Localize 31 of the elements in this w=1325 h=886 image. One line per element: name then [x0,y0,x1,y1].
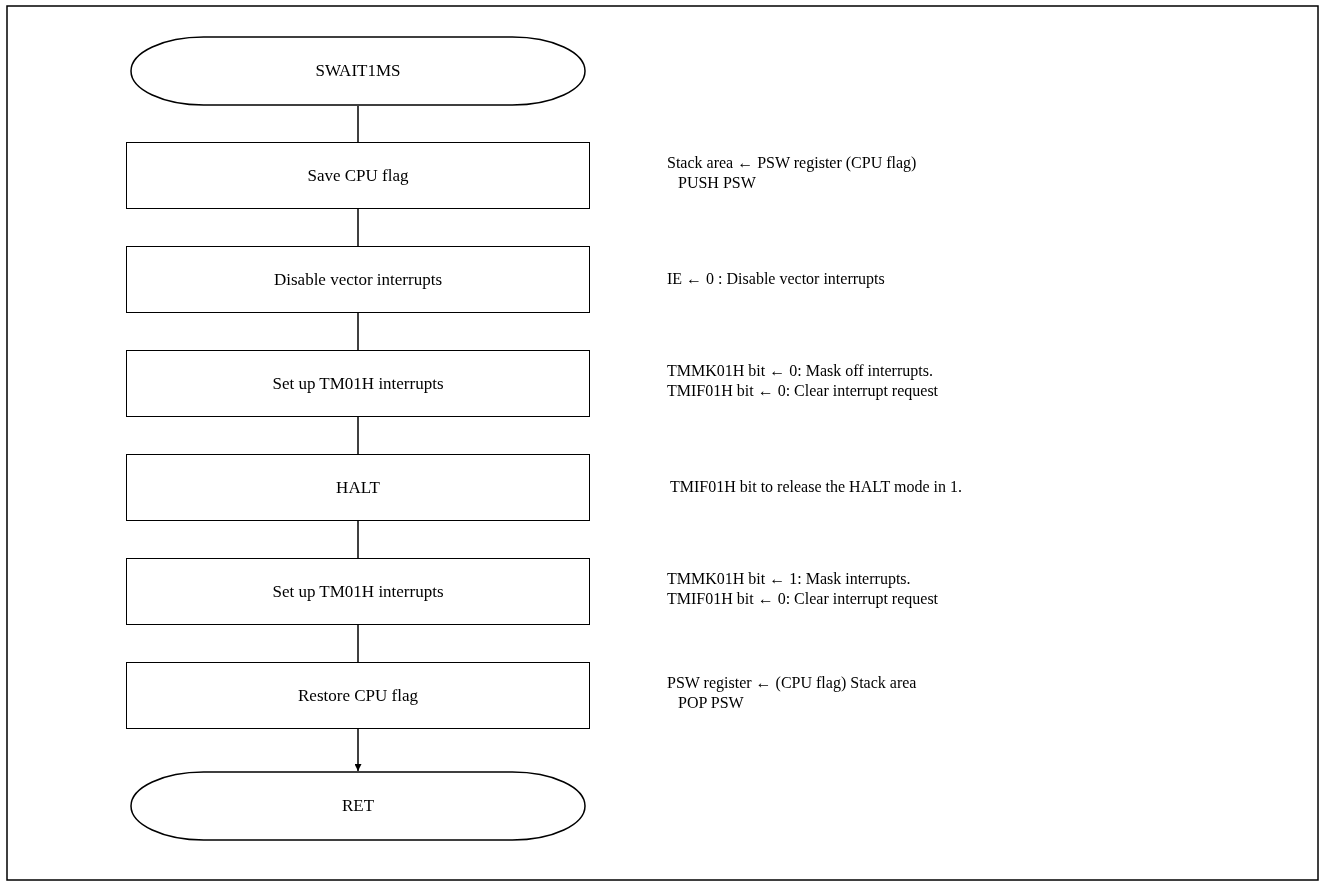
connector-line [357,520,359,559]
process-box [126,558,590,625]
connector-line [357,105,359,143]
annotation-text: IE ← 0 : Disable vector interrupts [667,270,885,288]
annotation-text: TMMK01H bit ← 1: Mask interrupts. [667,570,911,588]
annotation-text: TMIF01H bit ← 0: Clear interrupt request [667,382,939,400]
annotation-text: TMIF01H bit ← 0: Clear interrupt request [667,590,939,608]
annotation-text: POP PSW [678,694,744,712]
process-box [126,246,590,313]
process-box [126,142,590,209]
annotation-text: PUSH PSW [678,174,756,192]
annotation-text: TMIF01H bit to release the HALT mode in 1. [670,478,962,496]
annotation-text: Stack area ← PSW register (CPU flag) [667,154,917,172]
process-label: Disable vector interrupts [273,269,443,290]
process-label: Set up TM01H interrupts [272,581,444,602]
process-label: Save CPU flag [307,165,409,186]
connector-line [357,624,359,663]
process-label: HALT [336,477,380,498]
process-box [126,350,590,417]
connector-line [357,208,359,247]
terminal-label: SWAIT1MS [315,61,401,81]
process-box [126,662,590,729]
annotation-text: PSW register ← (CPU flag) Stack area [667,674,917,692]
connector-line [357,312,359,351]
process-label: Restore CPU flag [298,685,418,706]
process-label: Set up TM01H interrupts [272,373,444,394]
process-box [126,454,590,521]
terminal-label: RET [341,796,375,816]
connector-line [357,416,359,455]
arrow [354,728,362,772]
annotation-text: TMMK01H bit ← 0: Mask off interrupts. [667,362,933,380]
